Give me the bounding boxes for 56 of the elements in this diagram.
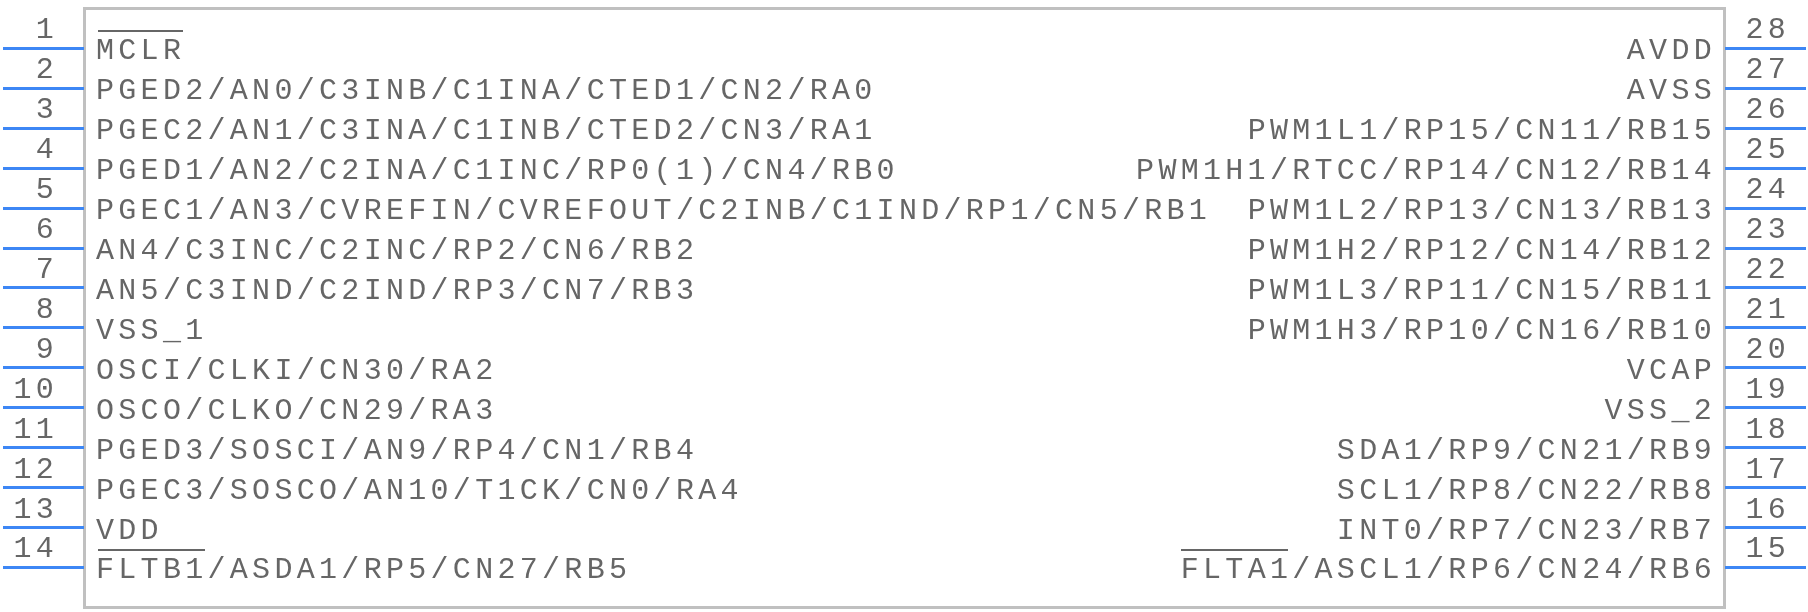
pin-name: VSS_2: [1604, 393, 1716, 428]
pin-name: PWM1L2/RP13/CN13/RB13: [1247, 194, 1716, 229]
pin-name: AVSS: [1626, 74, 1716, 109]
pin-number: 13: [13, 492, 58, 527]
pin-number: 10: [13, 372, 58, 407]
pin-number: 22: [1745, 252, 1790, 287]
pin-number: 20: [1745, 332, 1790, 367]
pin-number: 18: [1745, 412, 1790, 447]
pin-name: VSS_1: [96, 313, 208, 348]
pin-number: 8: [35, 292, 58, 327]
pin-name: PGEC3/SOSCO/AN10/T1CK/CN0/RA4: [96, 473, 743, 508]
pin-name: PGED1/AN2/C2INA/C1INC/RP0(1)/CN4/RB0: [96, 154, 899, 189]
pin-name: FLTB1/ASDA1/RP5/CN27/RB5: [96, 553, 632, 588]
pin-name: AVDD: [1626, 34, 1716, 69]
pin-number: 11: [13, 412, 58, 447]
pin-number: 24: [1745, 173, 1790, 208]
pin-number: 7: [35, 252, 58, 287]
pin-name: VDD: [96, 513, 163, 548]
pin-name: PGEC2/AN1/C3INA/C1INB/CTED2/CN3/RA1: [96, 114, 877, 149]
pin-number: 26: [1745, 93, 1790, 128]
pin-number: 21: [1745, 292, 1790, 327]
pin-number: 9: [35, 332, 58, 367]
pin-number: 17: [1745, 452, 1790, 487]
pin-name: PWM1H3/RP10/CN16/RB10: [1247, 313, 1716, 348]
pin-number: 25: [1745, 133, 1790, 168]
pin-number: 3: [35, 93, 58, 128]
pin-name: MCLR: [96, 34, 186, 69]
pin-name: PGED3/SOSCI/AN9/RP4/CN1/RB4: [96, 433, 699, 468]
pin-number: 27: [1745, 53, 1790, 88]
pin-name: SDA1/RP9/CN21/RB9: [1336, 433, 1716, 468]
pin-name: SCL1/RP8/CN22/RB8: [1336, 473, 1716, 508]
pin-number: 5: [35, 173, 58, 208]
pin-name: VCAP: [1626, 353, 1716, 388]
pin-number: 28: [1745, 13, 1790, 48]
pin-number: 16: [1745, 492, 1790, 527]
pin-name: OSCI/CLKI/CN30/RA2: [96, 353, 498, 388]
pin-number: 4: [35, 133, 58, 168]
pin-number: 12: [13, 452, 58, 487]
pin-name: PGEC1/AN3/CVREFIN/CVREFOUT/C2INB/C1IND/RP1/CN5/RB1: [96, 194, 1212, 229]
pin-number: 23: [1745, 213, 1790, 248]
pin-name: PWM1L1/RP15/CN11/RB15: [1247, 114, 1716, 149]
pin-name: PWM1L3/RP11/CN15/RB11: [1247, 273, 1716, 308]
pin-name: INT0/RP7/CN23/RB7: [1336, 513, 1716, 548]
pin-number: 14: [13, 532, 58, 567]
pin-name: AN4/C3INC/C2INC/RP2/CN6/RB2: [96, 234, 699, 269]
pin-name: PWM1H1/RTCC/RP14/CN12/RB14: [1136, 154, 1716, 189]
pin-number: 1: [35, 13, 58, 48]
pin-number: 2: [35, 53, 58, 88]
pin-number: 19: [1745, 372, 1790, 407]
pin-name: OSCO/CLKO/CN29/RA3: [96, 393, 498, 428]
pin-name: PGED2/AN0/C3INB/C1INA/CTED1/CN2/RA0: [96, 74, 877, 109]
pin-number: 15: [1745, 532, 1790, 567]
pin-name: FLTA1/ASCL1/RP6/CN24/RB6: [1180, 553, 1716, 588]
pin-name: AN5/C3IND/C2IND/RP3/CN7/RB3: [96, 273, 699, 308]
pin-name: PWM1H2/RP12/CN14/RB12: [1247, 234, 1716, 269]
pin-number: 6: [35, 213, 58, 248]
